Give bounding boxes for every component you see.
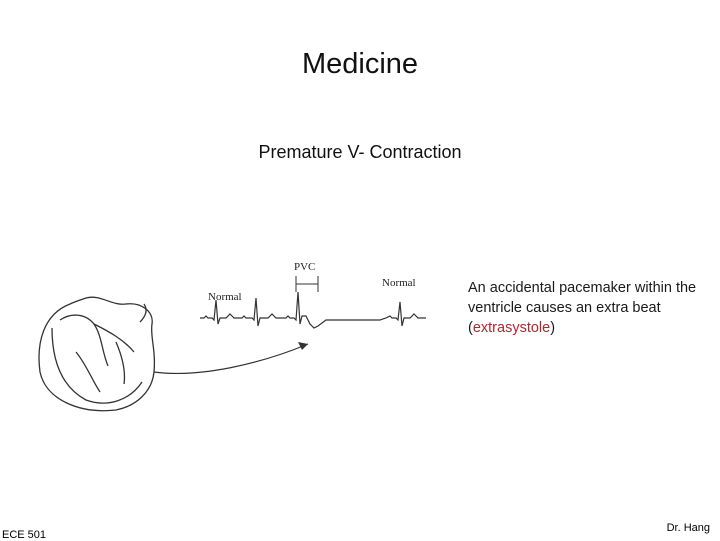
slide-subtitle: Premature V- Contraction — [258, 142, 462, 162]
arrow-head-icon — [298, 342, 308, 350]
caption-after: ) — [550, 320, 556, 336]
pvc-arrow — [153, 343, 309, 374]
caption-text: An accidental pacemaker within the ventr… — [468, 278, 708, 338]
caption-before: An accidental pacemaker within the ventr… — [468, 280, 697, 336]
label-normal-left: Normal — [208, 291, 242, 303]
heart-drawing — [38, 296, 156, 412]
pvc-bracket — [295, 276, 319, 292]
ecg-heart-figure: Normal PVC Normal — [38, 261, 426, 412]
label-pvc: PVC — [294, 261, 315, 273]
course-label: ECE 501 — [2, 529, 47, 541]
slide-title: Medicine — [301, 48, 419, 80]
ecg-trace — [200, 291, 426, 329]
caption-highlight: extrasystole — [472, 320, 551, 336]
label-normal-right: Normal — [382, 277, 416, 289]
author-label: Dr. Hang — [666, 522, 710, 534]
